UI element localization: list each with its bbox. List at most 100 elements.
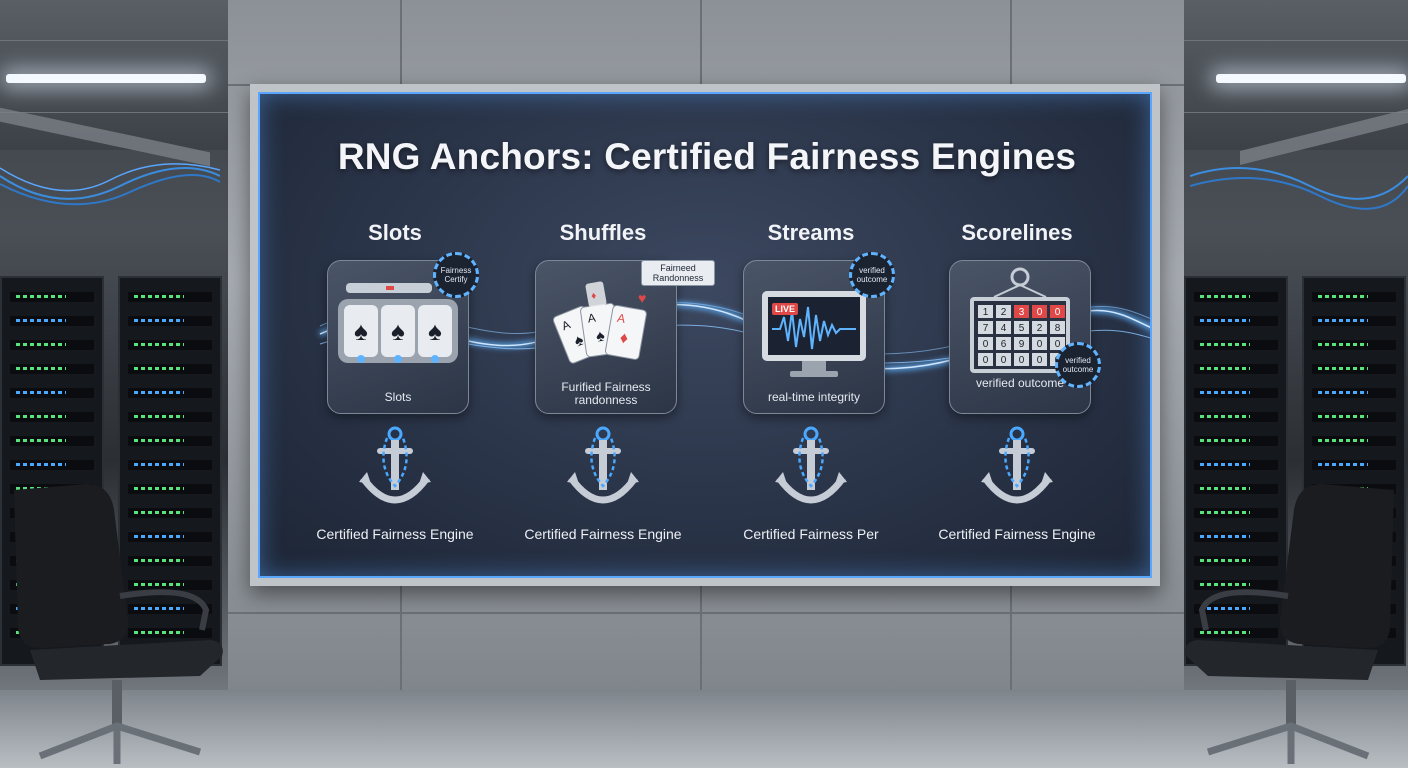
wall-seam — [228, 612, 1184, 614]
rack-unit — [1194, 364, 1278, 374]
rack-led-strip — [16, 295, 66, 298]
rack-unit — [1194, 532, 1278, 542]
svg-text:♠: ♠ — [354, 316, 368, 346]
rack-led-strip — [134, 535, 184, 538]
anchor-chain-icon — [981, 426, 1053, 504]
rack-led-strip — [1200, 463, 1250, 466]
office-chair-left — [14, 484, 223, 764]
playing-cards-icon: A♠ A♠ A♦ ♦ ♥ — [552, 281, 647, 364]
network-cables — [0, 163, 220, 206]
anchor-chain-icon — [359, 426, 431, 504]
rack-unit — [128, 316, 212, 326]
live-badge: LIVE — [772, 303, 799, 315]
rack-unit — [1194, 316, 1278, 326]
office-chair-right — [1185, 484, 1394, 764]
scoreboard-cell — [978, 353, 993, 366]
rack-led-strip — [134, 607, 184, 610]
rack-led-strip — [16, 367, 66, 370]
engine-label: Certified Fairness Per — [743, 526, 879, 542]
rack-led-strip — [1318, 319, 1368, 322]
scoreboard-digit: 0 — [1037, 307, 1043, 318]
rack-led-strip — [16, 343, 66, 346]
rack-led-strip — [16, 439, 66, 442]
rack-unit — [128, 580, 212, 590]
card-caption: real-time integrity — [767, 390, 861, 404]
rack-led-strip — [1200, 607, 1250, 610]
rack-unit — [128, 388, 212, 398]
card-caption: verified outcome — [975, 376, 1065, 390]
scoreboard-cell — [1032, 353, 1047, 366]
rack-unit — [1312, 364, 1396, 374]
rack-unit — [128, 460, 212, 470]
scoreboard-cell — [1014, 305, 1029, 318]
rack-unit — [1312, 340, 1396, 350]
scoreboard-digit: 2 — [1001, 307, 1007, 318]
certification-seal-icon: verified outcome — [849, 252, 895, 298]
rack-unit — [128, 532, 212, 542]
scoreboard-cell — [1032, 305, 1047, 318]
ceiling-panel-line — [1184, 112, 1408, 113]
rack-led-strip — [134, 583, 184, 586]
rack-unit — [128, 484, 212, 494]
card-caption: Slots — [384, 390, 412, 404]
scoreboard-cell — [1014, 321, 1029, 334]
anchor-chain-icon — [775, 426, 847, 504]
scoreboard-digit: 9 — [1019, 339, 1025, 350]
shuffles-card[interactable]: A♠ A♠ A♦ ♦ ♥ Furified Fairness randonnes… — [535, 260, 677, 414]
engine-label: Certified Fairness Engine — [938, 526, 1096, 542]
rack-led-strip — [1318, 367, 1368, 370]
scoreboard-cell — [996, 353, 1011, 366]
floor — [0, 690, 1408, 768]
rack-unit — [10, 412, 94, 422]
scoreboard-digit: 8 — [1055, 323, 1061, 334]
rack-led-strip — [1200, 535, 1250, 538]
rack-unit — [1312, 292, 1396, 302]
rack-led-strip — [1200, 343, 1250, 346]
monitor-waveform-icon — [762, 291, 866, 377]
rack-unit — [1194, 340, 1278, 350]
rack-unit — [10, 364, 94, 374]
scorelines-card[interactable]: 12300745280690000000 verified outcome — [949, 260, 1091, 414]
rack-led-strip — [1318, 295, 1368, 298]
slot-machine-icon: ♠ ♠ ♠ — [338, 283, 458, 363]
rack-led-strip — [134, 463, 184, 466]
column-label: Streams — [767, 220, 855, 245]
rack-led-strip — [1318, 463, 1368, 466]
rack-unit — [1194, 580, 1278, 590]
ceiling-panel-line — [0, 40, 230, 41]
rack-unit — [10, 340, 94, 350]
column-label: Slots — [368, 220, 422, 245]
scoreboard-cell — [996, 305, 1011, 318]
scoreboard-digit: 0 — [1019, 355, 1025, 366]
rack-led-strip — [134, 559, 184, 562]
rack-led-strip — [134, 487, 184, 490]
scoreboard-cell — [978, 337, 993, 350]
board-title: RNG Anchors: Certified Fairness Engines — [337, 136, 1077, 177]
rack-unit — [1194, 508, 1278, 518]
scoreboard-digit: 4 — [1001, 323, 1007, 334]
rack-unit — [1194, 484, 1278, 494]
scoreboard-digit: 6 — [1001, 339, 1007, 350]
rack-unit — [10, 460, 94, 470]
scoreboard-cell — [1050, 305, 1065, 318]
rack-led-strip — [1200, 367, 1250, 370]
rack-led-strip — [134, 343, 184, 346]
server-rack — [118, 276, 222, 666]
scoreboard-cell — [1014, 353, 1029, 366]
rack-unit — [128, 412, 212, 422]
rack-led-strip — [1200, 391, 1250, 394]
rack-led-strip — [134, 511, 184, 514]
scoreboard-digit: 1 — [983, 307, 989, 318]
scoreboard-cell — [978, 321, 993, 334]
column-label: Shuffles — [559, 220, 647, 245]
ceiling-panel-line — [1184, 40, 1408, 41]
rack-led-strip — [1318, 415, 1368, 418]
scoreboard-cell — [1032, 337, 1047, 350]
svg-text:♠: ♠ — [595, 328, 606, 346]
rack-unit — [128, 556, 212, 566]
rack-led-strip — [134, 295, 184, 298]
scoreboard-digit: 5 — [1019, 323, 1025, 334]
rack-unit — [1194, 460, 1278, 470]
streams-card[interactable]: LIVE real-time integrity — [743, 260, 885, 414]
